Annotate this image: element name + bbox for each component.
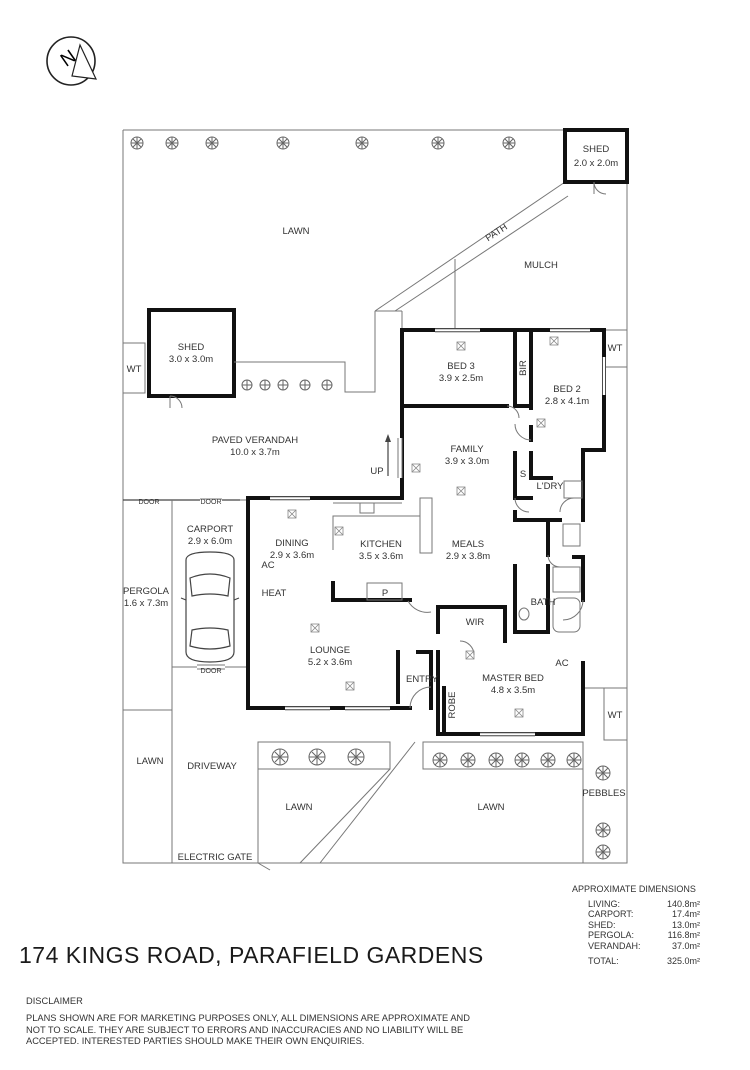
meals-name: MEALS [452,539,484,550]
dimension-row: LIVING:140.8m² [588,899,700,909]
disclaimer-heading: DISCLAIMER [26,996,83,1006]
bed3-dims: 3.9 x 2.5m [439,373,483,384]
electric-gate-label: ELECTRIC GATE [178,852,253,863]
shed-small-name: SHED [583,144,610,155]
mulch-label: MULCH [524,260,558,271]
dining-name: DINING [275,538,308,549]
disclaimer: DISCLAIMER PLANS SHOWN ARE FOR MARKETING… [26,996,496,1047]
lounge-dims: 5.2 x 3.6m [308,657,352,668]
shed-small-outline [563,128,629,184]
master-bed-dims: 4.8 x 3.5m [491,685,535,696]
bir-label: BIR [518,360,529,376]
door-label-carport-bottom: DOOR [201,668,222,675]
wt-label-bottom-right: WT [608,710,623,721]
wir-label: WIR [466,617,485,628]
robe-label: ROBE [447,692,458,719]
lawn-label-top: LAWN [282,226,309,237]
property-address-title: 174 KINGS ROAD, PARAFIELD GARDENS [19,942,484,968]
verandah-dims: 10.0 x 3.7m [230,447,280,458]
family-name: FAMILY [450,444,484,455]
lawn-label-bottom-left: LAWN [285,802,312,813]
wt-label-left: WT [127,364,142,375]
pergola-dims: 1.6 x 7.3m [124,598,168,609]
north-arrow-icon: N [46,36,98,86]
approximate-dimensions-table: APPROXIMATE DIMENSIONS LIVING:140.8m² CA… [572,884,712,966]
kitchen-name: KITCHEN [360,539,402,550]
carport-dims: 2.9 x 6.0m [188,536,232,547]
ldry-label: L'DRY [537,481,565,492]
heat-label: HEAT [262,588,287,599]
door-label-carport-top-left: DOOR [139,499,160,506]
shed-small-dims: 2.0 x 2.0m [574,158,618,169]
meals-dims: 2.9 x 3.8m [446,551,490,562]
car-icon [180,551,240,663]
verandah-name: PAVED VERANDAH [212,435,298,446]
path-label: PATH [484,222,510,244]
bed3-name: BED 3 [447,361,474,372]
carport-name: CARPORT [187,524,233,535]
family-dims: 3.9 x 3.0m [445,456,489,467]
bath-label: BATH [531,597,556,608]
dimension-total-row: TOTAL:325.0m² [588,956,700,967]
bed2-name: BED 2 [553,384,580,395]
dining-dims: 2.9 x 3.6m [270,550,314,561]
kitchen-dims: 3.5 x 3.6m [359,551,403,562]
shed-large-outline [147,308,236,398]
pergola-name: PERGOLA [123,586,170,597]
up-label: UP [370,466,383,477]
dimensions-heading: APPROXIMATE DIMENSIONS [572,884,696,894]
ac-label-master: AC [555,658,568,669]
lawn-label-bottom-right: LAWN [477,802,504,813]
dimension-row: VERANDAH:37.0m² [588,940,700,951]
dimension-row: SHED:13.0m² [588,919,700,930]
ac-label-dining: AC [261,560,274,571]
wt-label-top-right: WT [608,343,623,354]
shed-large-name: SHED [178,342,205,353]
lounge-name: LOUNGE [310,645,350,656]
master-bed-name: MASTER BED [482,673,544,684]
lawn-label-left: LAWN [136,756,163,767]
disclaimer-line: PLANS SHOWN ARE FOR MARKETING PURPOSES O… [26,1013,470,1024]
garden-bushes [130,136,611,860]
pebbles-label: PEBBLES [582,788,625,799]
driveway-label: DRIVEWAY [187,761,237,772]
shed-large-dims: 3.0 x 3.0m [169,354,213,365]
entry-label: ENTRY [406,674,439,685]
disclaimer-line: ACCEPTED. INTERESTED PARTIES SHOULD MAKE… [26,1035,365,1046]
pantry-label: P [382,588,388,599]
s-label: S [520,469,526,480]
door-label-carport-top: DOOR [201,499,222,506]
bed2-dims: 2.8 x 4.1m [545,396,589,407]
dimension-row: PERGOLA:116.8m² [588,930,700,941]
dimension-row: CARPORT:17.4m² [588,909,700,920]
property-boundary [122,129,628,864]
disclaimer-line: NOT TO SCALE. THEY ARE SUBJECT TO ERRORS… [26,1024,464,1035]
